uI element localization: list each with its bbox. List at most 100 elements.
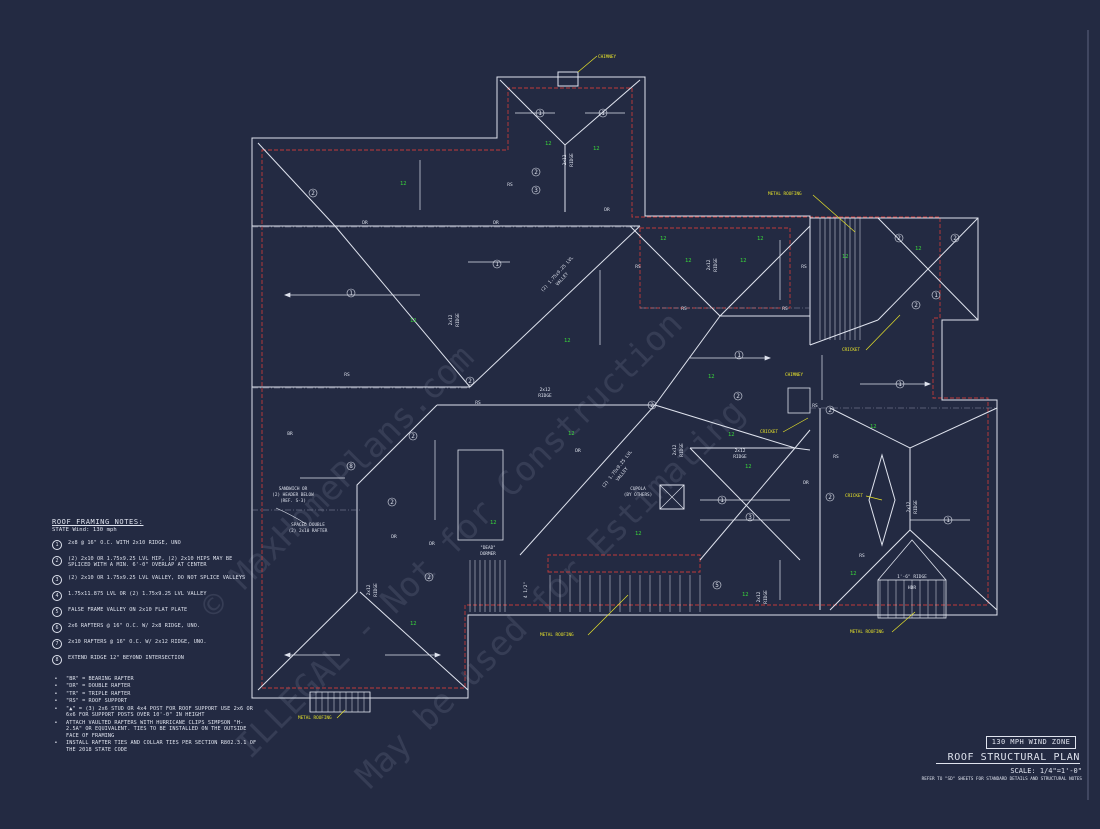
callout-dead: "DEAD" bbox=[480, 545, 496, 551]
ridge-size: 2x12 bbox=[706, 259, 712, 270]
legend-item: • INSTALL RAFTER TIES AND COLLAR TIES PER… bbox=[52, 740, 257, 753]
dim-ridge: 1'-6" RIDGE bbox=[897, 574, 927, 580]
callout-metal-roofing: METAL ROOFING bbox=[768, 191, 802, 197]
legend-text: "RS" = ROOF SUPPORT bbox=[66, 698, 128, 705]
legend-item: •"BR" = BEARING RAFTER bbox=[52, 676, 257, 683]
legend-text: INSTALL RAFTER TIES AND COLLAR TIES PER … bbox=[66, 740, 257, 753]
note-number: 2 bbox=[828, 494, 832, 501]
legend-item: •"TR" = TRIPLE RAFTER bbox=[52, 691, 257, 698]
tag-dr: DR bbox=[493, 220, 499, 226]
tag-rs: RS bbox=[812, 403, 818, 409]
note-number: 2 bbox=[650, 402, 654, 409]
note-number: 1 bbox=[601, 110, 605, 117]
ridge-size: 2x12 bbox=[756, 591, 762, 602]
pitch-label: 12 bbox=[410, 621, 417, 627]
note-number: 3 bbox=[52, 574, 62, 585]
tag-dr: DR bbox=[604, 207, 610, 213]
tag-dr: DR bbox=[391, 534, 397, 540]
note-number: 2 bbox=[427, 574, 431, 581]
ridge-labels: 2x12 RIDGE 2x12 RIDGE 2x12 RIDGE 2x12 RI… bbox=[366, 153, 919, 604]
tag-rs: RS bbox=[475, 400, 481, 406]
pitch-label: 12 bbox=[564, 338, 571, 344]
yellow-callouts: CHIMNEY METAL ROOFING CRICKET CHIMNEY CR… bbox=[298, 54, 916, 721]
pitch-symbols: 12 12 12 12 12 12 12 12 12 12 12 12 12 1… bbox=[400, 141, 922, 627]
ridge-size: 2x12 bbox=[562, 154, 568, 165]
note-item: 3 (2) 2x10 OR 1.75x9.25 LVL VALLEY, DO NO… bbox=[52, 574, 257, 585]
callout-spaced: (2) 2x10 RAFTER bbox=[289, 528, 328, 534]
note-number: 5 bbox=[715, 582, 719, 589]
note-number: 2 bbox=[52, 555, 62, 566]
spaced-leader bbox=[275, 507, 307, 525]
note-text: 2x8 @ 16" O.C. WITH 2x10 RIDGE, UNO bbox=[68, 539, 181, 546]
watermark: © MaxHomePlans.com ILLEGAL - Not for Con… bbox=[193, 304, 753, 797]
legend-item: •ATTACH VAULTED RAFTERS WITH HURRICANE C… bbox=[52, 720, 257, 740]
pitch-label: 12 bbox=[593, 146, 600, 152]
bullet-icon: • bbox=[54, 719, 58, 726]
legend-item: • "▲" = (3) 2x6 STUD OR 4x4 POST FOR ROOF… bbox=[52, 706, 257, 719]
tag-rs: RS bbox=[635, 264, 641, 270]
pitch-label: 12 bbox=[490, 520, 497, 526]
note-number: 2 bbox=[828, 407, 832, 414]
callout-sandwich: (REF. S-3) bbox=[280, 498, 306, 504]
note-text: 2x6 RAFTERS @ 16" O.C. W/ 2x8 RIDGE, UNO… bbox=[68, 622, 201, 629]
note-number: 1 bbox=[737, 352, 741, 359]
bullet-icon: • bbox=[54, 690, 58, 697]
dim-4: 4 1/2" bbox=[523, 582, 529, 598]
note-number: 1 bbox=[52, 539, 62, 550]
notes-legend: •"BR" = BEARING RAFTER•"DR" = DOUBLE RAF… bbox=[52, 676, 257, 754]
tag-dr: DR bbox=[575, 448, 581, 454]
pitch-label: 12 bbox=[545, 141, 552, 147]
pitch-label: 12 bbox=[635, 531, 642, 537]
callout-chimney: CHIMNEY bbox=[598, 54, 617, 60]
pitch-label: 12 bbox=[708, 374, 715, 380]
ridge-size: 2x12 bbox=[540, 387, 551, 393]
pitch-label: 12 bbox=[745, 464, 752, 470]
ridge-size: 2x12 bbox=[366, 584, 372, 595]
note-text: EXTEND RIDGE 12" BEYOND INTERSECTION bbox=[68, 654, 185, 661]
pitch-label: 12 bbox=[742, 592, 749, 598]
callout-cricket: CRICKET bbox=[842, 347, 861, 353]
legend-text: "BR" = BEARING RAFTER bbox=[66, 675, 134, 682]
lvl-valley: (2) 1.75x9.25 LVL bbox=[540, 255, 575, 293]
bearing-lines bbox=[252, 226, 997, 511]
roof-framing-notes: ROOF FRAMING NOTES: STATE Wind: 130 mph … bbox=[52, 518, 257, 754]
ridge-word: RIDGE bbox=[455, 313, 461, 327]
note-item: 1 2x8 @ 16" O.C. WITH 2x10 RIDGE, UNO bbox=[52, 539, 257, 550]
note-number: 3 bbox=[534, 187, 538, 194]
ridge-word: RIDGE bbox=[538, 393, 552, 399]
tag-dr: DR bbox=[803, 480, 809, 486]
callout-metal-roofing: METAL ROOFING bbox=[298, 715, 332, 721]
notes-title: ROOF FRAMING NOTES: bbox=[52, 518, 144, 526]
metal-roof-box bbox=[309, 691, 371, 713]
chimney-box bbox=[557, 71, 579, 87]
note-number: 5 bbox=[52, 606, 62, 617]
legend-text: "▲" = (3) 2x6 STUD OR 4x4 POST FOR ROOF … bbox=[66, 705, 253, 719]
bullet-icon: • bbox=[54, 740, 58, 747]
notes-subtitle: STATE Wind: 130 mph bbox=[52, 526, 117, 533]
pitch-label: 12 bbox=[740, 258, 747, 264]
note-item: 2(2) 2x10 OR 1.75x9.25 LVL HIP, (2) 2x10… bbox=[52, 555, 257, 569]
callout-sandwich: SANDWICH OR bbox=[279, 486, 308, 492]
pitch-label: 12 bbox=[728, 432, 735, 438]
legend-item: •"RS" = ROOF SUPPORT bbox=[52, 698, 257, 705]
ridge-word: RIDGE bbox=[679, 443, 685, 457]
note-number: 2 bbox=[534, 169, 538, 176]
note-text: 1.75x11.875 LVL OR (2) 1.75x9.25 LVL VAL… bbox=[68, 590, 207, 597]
callout-dormer: DORMER bbox=[480, 551, 496, 557]
ridge-word: RIDGE bbox=[713, 258, 719, 272]
tag-br: BR bbox=[287, 431, 293, 437]
bullet-icon: • bbox=[54, 705, 58, 712]
tag-dr: DR bbox=[429, 541, 435, 547]
wall-lines bbox=[261, 87, 989, 689]
pitch-label: 12 bbox=[915, 246, 922, 252]
tag-rs: RS bbox=[507, 182, 513, 188]
text-callouts: CUPOLA (BY OTHERS) "DEAD" DORMER SANDWIC… bbox=[272, 486, 652, 557]
hdr-tag: HDR bbox=[908, 585, 916, 591]
legend-item: •"DR" = DOUBLE RAFTER bbox=[52, 683, 257, 690]
note-text: (2) 2x10 OR 1.75x9.25 LVL VALLEY, DO NOT… bbox=[68, 574, 246, 581]
pitch-label: 12 bbox=[410, 318, 417, 324]
